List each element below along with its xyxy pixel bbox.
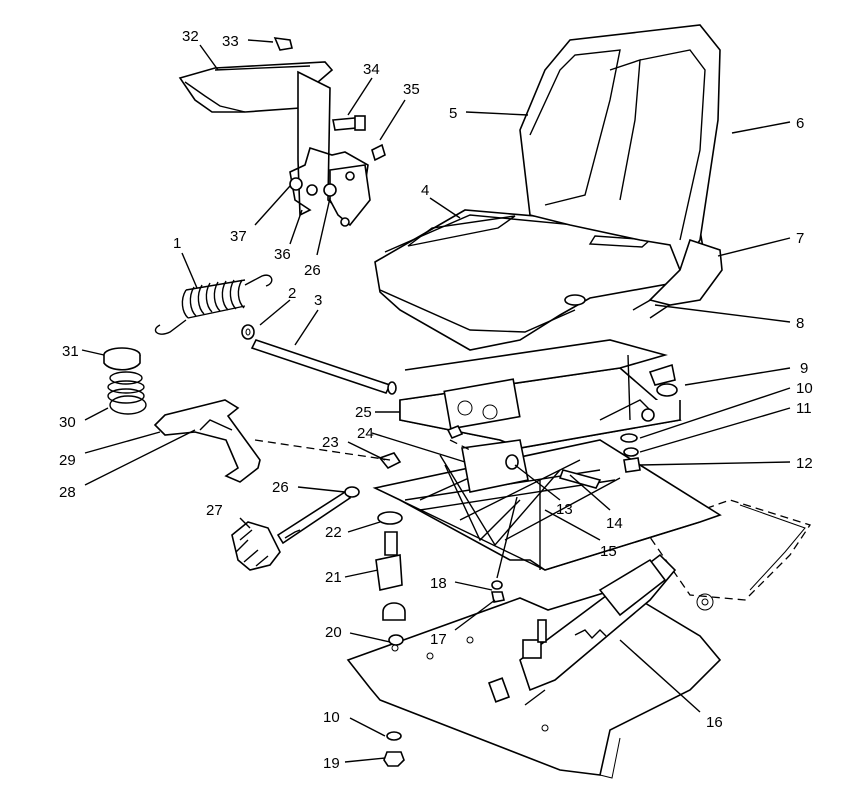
callout-34: 34 <box>363 61 380 78</box>
callout-4: 4 <box>421 182 429 199</box>
callout-37: 37 <box>230 228 247 245</box>
bumper-cap <box>103 347 141 371</box>
callout-22: 22 <box>325 524 342 541</box>
floor-pan <box>643 499 812 611</box>
callout-30: 30 <box>59 414 76 431</box>
compression-spring <box>107 371 147 415</box>
seat-back <box>519 24 723 306</box>
callout-8: 8 <box>796 315 804 332</box>
callout-11: 11 <box>796 400 812 417</box>
callout-15: 15 <box>600 543 617 560</box>
callout-20: 20 <box>325 624 342 641</box>
callout-27: 27 <box>206 502 223 519</box>
upper-frame <box>399 339 682 449</box>
callout-26-upper: 26 <box>304 262 321 279</box>
callout-16: 16 <box>706 714 723 731</box>
callout-3: 3 <box>314 292 322 309</box>
callout-6: 6 <box>796 115 804 132</box>
callout-35: 35 <box>403 81 420 98</box>
callout-10-lower: 10 <box>323 709 340 726</box>
callout-12: 12 <box>796 455 813 472</box>
callout-24: 24 <box>357 425 374 442</box>
armrest-bracket <box>289 70 371 227</box>
callout-33: 33 <box>222 33 239 50</box>
leader-lines <box>81 39 791 763</box>
callout-13: 13 <box>556 501 573 518</box>
callout-7: 7 <box>796 230 804 247</box>
lower-frame <box>372 439 722 571</box>
armrest-fasteners <box>273 37 386 162</box>
callout-5: 5 <box>449 105 457 122</box>
callout-31: 31 <box>62 343 79 360</box>
callout-17: 17 <box>430 631 447 648</box>
callout-10: 10 <box>796 380 813 397</box>
callout-9: 9 <box>800 360 808 377</box>
extension-spring <box>154 274 273 335</box>
callout-2: 2 <box>288 285 296 302</box>
callout-26-lower: 26 <box>272 479 289 496</box>
lever-bracket <box>153 399 261 483</box>
callout-14: 14 <box>606 515 623 532</box>
adjustment-knob <box>231 490 352 571</box>
seat-rail-assembly <box>487 553 677 706</box>
callout-18: 18 <box>430 575 447 592</box>
callout-25: 25 <box>355 404 372 421</box>
callout-21: 21 <box>325 569 342 586</box>
mount-hardware <box>344 424 602 767</box>
callout-19: 19 <box>323 755 340 772</box>
callout-23: 23 <box>322 434 339 451</box>
callout-28: 28 <box>59 484 76 501</box>
right-hardware <box>620 354 678 473</box>
callout-32: 32 <box>182 28 199 45</box>
callout-29: 29 <box>59 452 76 469</box>
callout-36: 36 <box>274 246 291 263</box>
callout-labels: 1 2 3 4 5 6 7 8 9 10 11 12 13 14 15 16 1… <box>59 28 813 772</box>
pivot-rod <box>241 324 397 395</box>
callout-1: 1 <box>173 235 181 252</box>
